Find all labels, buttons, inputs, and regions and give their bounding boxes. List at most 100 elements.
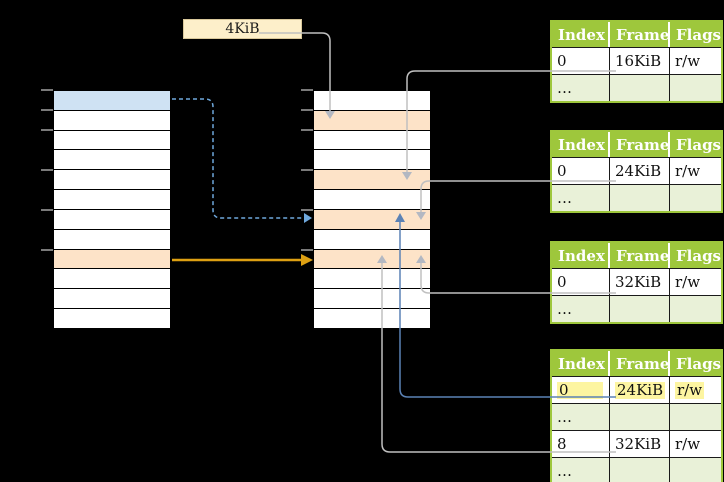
table-row: …: [552, 457, 721, 482]
column-header-flags: Flags: [676, 135, 721, 154]
column-header-flags: Flags: [676, 354, 721, 373]
physical-memory-row: [314, 91, 430, 111]
column-header-frame: Frame: [610, 243, 670, 268]
table-cell: 24KiB: [610, 377, 670, 403]
column-header-frame: Frame: [610, 22, 670, 47]
physical-memory-row: [314, 230, 430, 250]
table-cell: 8: [552, 431, 610, 457]
physical-memory-row: [314, 269, 430, 290]
table-cell: 0: [552, 158, 610, 184]
frame-size-label: 4KiB: [225, 21, 260, 37]
column-header-index: Index: [552, 22, 610, 47]
virtual-memory-row: [54, 210, 170, 230]
virtual-memory-address-tick: [41, 169, 53, 171]
table-cell: [670, 404, 721, 430]
table-cell: [610, 185, 670, 211]
table-row: …: [552, 74, 721, 101]
table-row: 0 24KiB r/w: [552, 376, 721, 403]
physical-memory-row: [314, 170, 430, 191]
virtual-memory-address-tick: [41, 209, 53, 211]
virtual-memory-address-tick: [41, 109, 53, 111]
table-cell: 0: [552, 377, 610, 403]
table-cell: r/w: [670, 377, 721, 403]
table-row: …: [552, 184, 721, 211]
column-header-index: Index: [552, 351, 610, 376]
table-cell: [670, 185, 721, 211]
physical-memory-row: [314, 309, 430, 328]
physical-memory-address-tick: [301, 169, 313, 171]
column-header-flags: Flags: [676, 25, 721, 44]
column-header-index: Index: [552, 132, 610, 157]
table-cell: 24KiB: [610, 158, 670, 184]
column-header-flags: Flags: [676, 246, 721, 265]
table-cell: r/w: [675, 435, 701, 453]
physical-memory-row: [314, 110, 430, 131]
physical-memory-address-tick: [301, 209, 313, 211]
arrowhead-right-icon: [304, 213, 312, 223]
column-header-frame: Frame: [610, 132, 670, 157]
virtual-memory-row: [54, 170, 170, 191]
physical-memory-column: [312, 89, 432, 330]
highlighted-value: 24KiB: [615, 380, 666, 399]
arrow-virtual-page0-to-frame-24kib: [172, 98, 312, 223]
highlighted-value: 0: [557, 381, 603, 399]
virtual-memory-row: [54, 190, 170, 210]
table-cell: [610, 75, 670, 101]
highlighted-value: r/w: [675, 380, 705, 399]
virtual-memory-row: [54, 289, 170, 310]
table-cell: [670, 75, 721, 101]
table-cell: r/w: [675, 52, 701, 70]
physical-memory-row: [314, 131, 430, 151]
table-cell: 0: [552, 269, 610, 295]
table-cell: …: [552, 458, 610, 482]
table-cell: …: [552, 185, 610, 211]
table-cell: [610, 296, 670, 322]
table-cell: [610, 404, 670, 430]
table-cell: …: [552, 296, 610, 322]
virtual-memory-row: [54, 150, 170, 171]
table-cell: [670, 296, 721, 322]
column-header-frame: Frame: [610, 351, 670, 376]
physical-memory-address-tick: [301, 249, 313, 251]
table-cell: r/w: [675, 162, 701, 180]
table-cell: 0: [552, 48, 610, 74]
physical-memory-row: [314, 289, 430, 310]
physical-memory-row: [314, 249, 430, 270]
physical-memory-row: [314, 190, 430, 210]
virtual-memory-address-tick: [41, 249, 53, 251]
virtual-memory-row: [54, 91, 170, 111]
table-row: …: [552, 295, 721, 322]
virtual-memory-row: [54, 230, 170, 250]
column-header-index: Index: [552, 243, 610, 268]
virtual-memory-row: [54, 111, 170, 131]
physical-memory-address-tick: [301, 129, 313, 131]
table-cell: 32KiB: [610, 269, 670, 295]
table-cell: …: [552, 404, 610, 430]
virtual-memory-address-tick: [41, 129, 53, 131]
virtual-memory-address-tick: [41, 89, 53, 91]
table-cell: …: [552, 75, 610, 101]
table-cell: 16KiB: [610, 48, 670, 74]
physical-memory-row: [314, 150, 430, 171]
table-row: …: [552, 403, 721, 430]
virtual-memory-row: [54, 249, 170, 270]
table-cell: [610, 458, 670, 482]
arrow-virtual-page8-to-frame-32kib: [172, 254, 313, 266]
virtual-memory-row: [54, 309, 170, 328]
frame-size-label-box: 4KiB: [183, 19, 302, 39]
physical-memory-address-tick: [301, 89, 313, 91]
table-cell: r/w: [675, 273, 701, 291]
table-cell: 32KiB: [610, 431, 670, 457]
